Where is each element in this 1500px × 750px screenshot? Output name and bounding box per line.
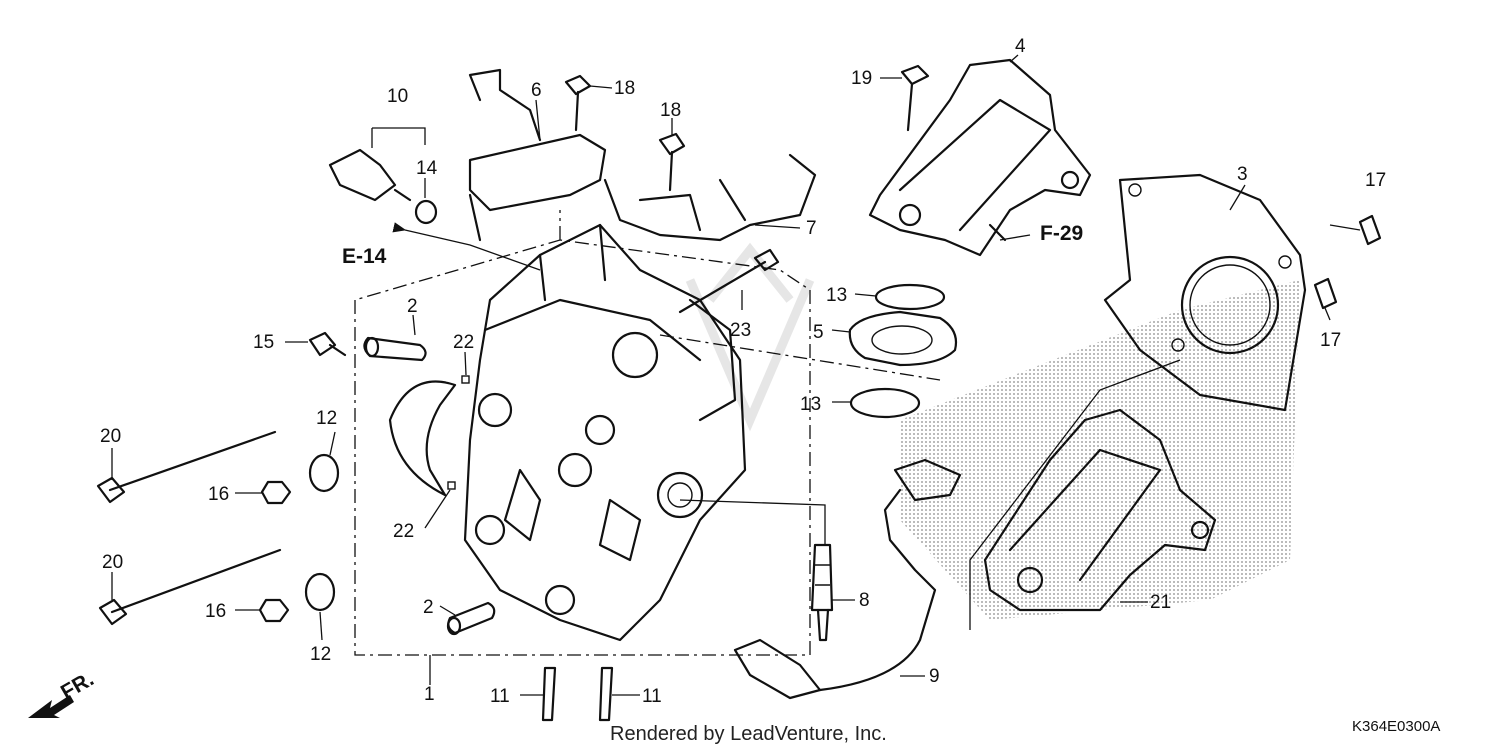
- o-ring-lower[interactable]: [849, 387, 921, 419]
- washer-12-upper[interactable]: [308, 453, 340, 493]
- guide-lower[interactable]: [446, 601, 496, 636]
- stud-bolt-20-lower[interactable]: [98, 548, 282, 626]
- bolt-18-upper[interactable]: [564, 74, 592, 132]
- callout-23: 23: [730, 320, 751, 341]
- dowel-pin-lower[interactable]: [1313, 277, 1338, 310]
- callout-7: 7: [806, 218, 817, 239]
- callout-18-lower: 18: [660, 100, 681, 121]
- callout-13-upper: 13: [826, 285, 847, 306]
- callout-9: 9: [929, 666, 940, 687]
- front-label: FR.: [57, 667, 98, 704]
- callout-16-upper: 16: [208, 484, 229, 505]
- pin-22-lower[interactable]: [447, 481, 456, 490]
- stud-bolt-23[interactable]: [678, 248, 780, 314]
- callout-20-upper: 20: [100, 426, 121, 447]
- front-arrow-icon: [28, 695, 74, 718]
- callout-4: 4: [1015, 36, 1026, 57]
- callout-1: 1: [424, 684, 435, 705]
- cylinder-head[interactable]: [463, 223, 747, 642]
- callout-2-lower: 2: [423, 597, 434, 618]
- insulator[interactable]: [848, 310, 958, 367]
- callout-22-upper: 22: [453, 332, 474, 353]
- wire-bracket[interactable]: [603, 153, 817, 242]
- sealing-washer[interactable]: [414, 199, 438, 225]
- bolt-19[interactable]: [900, 64, 930, 132]
- callout-21: 21: [1150, 592, 1171, 613]
- heat-shield[interactable]: [388, 380, 457, 497]
- callout-15: 15: [253, 332, 274, 353]
- nut-16-upper[interactable]: [260, 480, 292, 505]
- callout-18-upper: 18: [614, 78, 635, 99]
- callout-19: 19: [851, 68, 872, 89]
- callout-17-lower: 17: [1320, 330, 1341, 351]
- callout-11-right: 11: [642, 686, 662, 707]
- dowel-pin-upper[interactable]: [1358, 214, 1382, 246]
- o2-sensor[interactable]: [733, 458, 962, 700]
- callout-11-left: 11: [490, 686, 510, 707]
- intake-body-lower[interactable]: [983, 408, 1217, 612]
- callout-16-lower: 16: [205, 601, 226, 622]
- watermark: [685, 242, 815, 432]
- callout-17-upper: 17: [1365, 170, 1386, 191]
- reference-f29[interactable]: F-29: [1040, 222, 1083, 245]
- bracket[interactable]: [468, 68, 607, 242]
- spark-plug[interactable]: [810, 543, 834, 642]
- bolt-15[interactable]: [308, 331, 347, 357]
- stud-11-left[interactable]: [541, 666, 557, 722]
- callout-20-lower: 20: [102, 552, 123, 573]
- stud-11-right[interactable]: [598, 666, 614, 722]
- pin-22-upper[interactable]: [461, 375, 470, 384]
- callout-3: 3: [1237, 164, 1248, 185]
- callout-14: 14: [416, 158, 438, 179]
- callout-22-lower: 22: [393, 521, 414, 542]
- nut-16-lower[interactable]: [258, 598, 290, 623]
- reference-e14[interactable]: E-14: [342, 245, 387, 268]
- bolt-18-lower[interactable]: [658, 132, 686, 192]
- callout-6: 6: [531, 80, 542, 101]
- render-credit: Rendered by LeadVenture, Inc.: [610, 723, 887, 745]
- callout-5: 5: [813, 322, 824, 343]
- cylinder-head-gasket[interactable]: [1103, 173, 1307, 412]
- callout-10: 10: [387, 86, 408, 107]
- callout-8: 8: [859, 590, 870, 611]
- intake-body-upper[interactable]: [868, 58, 1092, 257]
- callout-2-upper: 2: [407, 296, 418, 317]
- guide-upper[interactable]: [363, 336, 427, 362]
- diagram-code: K364E0300A: [1352, 718, 1440, 735]
- assembly-outline: [354, 210, 941, 656]
- stud-bolt-20-upper[interactable]: [96, 430, 277, 504]
- o-ring-upper[interactable]: [874, 283, 946, 311]
- callout-12-upper: 12: [316, 408, 337, 429]
- callout-12-lower: 12: [310, 644, 331, 665]
- leader-lines: [111, 54, 1361, 696]
- sensor[interactable]: [328, 148, 412, 202]
- callout-13-lower: 13: [800, 394, 821, 415]
- washer-12-lower[interactable]: [304, 572, 336, 612]
